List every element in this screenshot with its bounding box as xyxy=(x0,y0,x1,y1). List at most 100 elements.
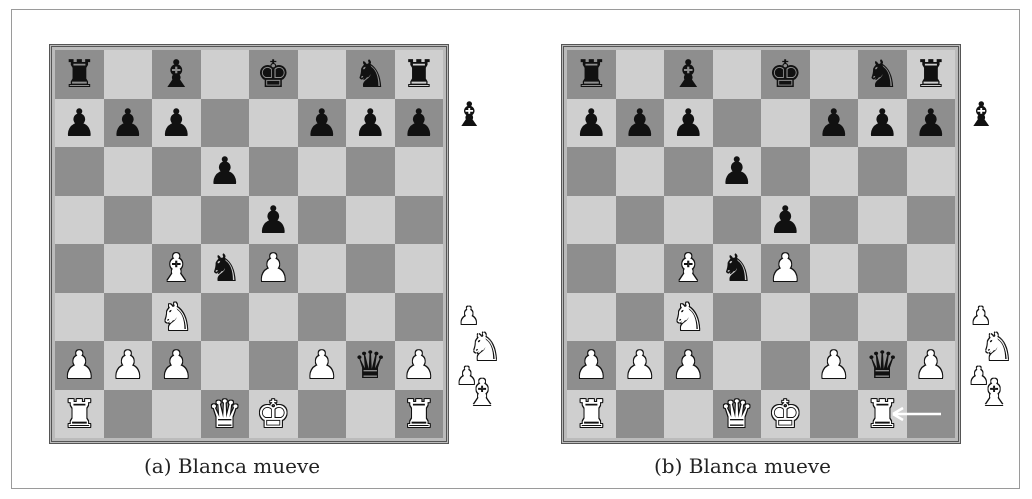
square-f8 xyxy=(810,50,859,99)
black-pawn-icon: ♟ xyxy=(62,104,96,142)
square-e1: ♚ xyxy=(761,390,810,439)
square-g2: ♛ xyxy=(346,341,395,390)
square-b3 xyxy=(104,293,153,342)
white-pawn-icon: ♟ xyxy=(574,346,608,384)
square-h1: ♜ xyxy=(395,390,444,439)
square-b7: ♟ xyxy=(616,99,665,148)
square-f8 xyxy=(298,50,347,99)
white-pawn-icon: ♟ xyxy=(914,346,948,384)
square-c2: ♟ xyxy=(664,341,713,390)
square-b7: ♟ xyxy=(104,99,153,148)
square-g6 xyxy=(346,147,395,196)
square-d7 xyxy=(201,99,250,148)
square-g5 xyxy=(858,196,907,245)
black-pawn-icon: ♟ xyxy=(671,104,705,142)
white-king-icon: ♚ xyxy=(768,395,802,433)
square-a4 xyxy=(55,244,104,293)
black-bishop-icon: ♝ xyxy=(454,98,484,132)
square-h8: ♜ xyxy=(395,50,444,99)
black-king-icon: ♚ xyxy=(256,55,290,93)
square-b2: ♟ xyxy=(104,341,153,390)
square-c4: ♝ xyxy=(664,244,713,293)
black-pawn-icon: ♟ xyxy=(256,201,290,239)
square-d1: ♛ xyxy=(201,390,250,439)
figure-frame: ♜♝♚♞♜♟♟♟♟♟♟♟♟♝♞♟♞♟♟♟♟♛♟♜♛♚♜ ♜♝♚♞♜♟♟♟♟♟♟♟… xyxy=(11,9,1020,489)
square-b1 xyxy=(104,390,153,439)
square-b1 xyxy=(616,390,665,439)
black-pawn-icon: ♟ xyxy=(914,104,948,142)
square-h5 xyxy=(395,196,444,245)
square-e5: ♟ xyxy=(761,196,810,245)
white-pawn-icon: ♟ xyxy=(305,346,339,384)
square-c3: ♞ xyxy=(152,293,201,342)
black-knight-icon: ♞ xyxy=(865,55,899,93)
square-g6 xyxy=(858,147,907,196)
black-pawn-icon: ♟ xyxy=(111,104,145,142)
square-c4: ♝ xyxy=(152,244,201,293)
chessboard-b: ♜♝♚♞♜♟♟♟♟♟♟♟♟♝♞♟♞♟♟♟♟♛♟♜♛♚♜ xyxy=(561,44,961,444)
square-c5 xyxy=(664,196,713,245)
square-e4: ♟ xyxy=(761,244,810,293)
board-grid: ♜♝♚♞♜♟♟♟♟♟♟♟♟♝♞♟♞♟♟♟♟♛♟♜♛♚♜ xyxy=(55,50,443,438)
black-pawn-icon: ♟ xyxy=(768,201,802,239)
white-queen-icon: ♛ xyxy=(208,395,242,433)
square-f4 xyxy=(810,244,859,293)
white-knight-icon: ♞ xyxy=(159,298,193,336)
square-e5: ♟ xyxy=(249,196,298,245)
board-grid: ♜♝♚♞♜♟♟♟♟♟♟♟♟♝♞♟♞♟♟♟♟♛♟♜♛♚♜ xyxy=(567,50,955,438)
white-queen-icon: ♛ xyxy=(720,395,754,433)
square-g7: ♟ xyxy=(858,99,907,148)
white-knight-icon: ♞ xyxy=(980,328,1014,366)
square-h2: ♟ xyxy=(395,341,444,390)
square-h6 xyxy=(395,147,444,196)
white-pawn-icon: ♟ xyxy=(623,346,657,384)
square-e8: ♚ xyxy=(761,50,810,99)
black-queen-icon: ♛ xyxy=(865,346,899,384)
square-f3 xyxy=(810,293,859,342)
black-knight-icon: ♞ xyxy=(208,249,242,287)
caption-a: (a) Blanca mueve xyxy=(144,454,320,478)
square-d2 xyxy=(713,341,762,390)
chessboard-a: ♜♝♚♞♜♟♟♟♟♟♟♟♟♝♞♟♞♟♟♟♟♛♟♜♛♚♜ xyxy=(49,44,449,444)
black-pawn-icon: ♟ xyxy=(402,104,436,142)
black-pawn-icon: ♟ xyxy=(865,104,899,142)
square-b5 xyxy=(104,196,153,245)
white-pawn-icon: ♟ xyxy=(671,346,705,384)
square-e6 xyxy=(761,147,810,196)
black-king-icon: ♚ xyxy=(768,55,802,93)
square-d5 xyxy=(713,196,762,245)
square-g8: ♞ xyxy=(858,50,907,99)
square-c6 xyxy=(152,147,201,196)
square-d4: ♞ xyxy=(713,244,762,293)
square-h6 xyxy=(907,147,956,196)
white-rook-icon: ♜ xyxy=(574,395,608,433)
black-bishop-icon: ♝ xyxy=(159,55,193,93)
square-f5 xyxy=(810,196,859,245)
square-c6 xyxy=(664,147,713,196)
square-c1 xyxy=(664,390,713,439)
square-a5 xyxy=(55,196,104,245)
black-pawn-icon: ♟ xyxy=(817,104,851,142)
white-pawn-icon: ♟ xyxy=(256,249,290,287)
square-a2: ♟ xyxy=(567,341,616,390)
square-b4 xyxy=(616,244,665,293)
square-f3 xyxy=(298,293,347,342)
square-e3 xyxy=(249,293,298,342)
square-c5 xyxy=(152,196,201,245)
white-bishop-icon: ♝ xyxy=(671,249,705,287)
white-knight-icon: ♞ xyxy=(671,298,705,336)
square-e3 xyxy=(761,293,810,342)
square-c8: ♝ xyxy=(152,50,201,99)
square-b5 xyxy=(616,196,665,245)
square-d6: ♟ xyxy=(713,147,762,196)
square-b8 xyxy=(616,50,665,99)
square-g3 xyxy=(346,293,395,342)
square-f2: ♟ xyxy=(810,341,859,390)
square-e4: ♟ xyxy=(249,244,298,293)
square-g3 xyxy=(858,293,907,342)
square-b6 xyxy=(104,147,153,196)
square-d8 xyxy=(201,50,250,99)
white-pawn-icon: ♟ xyxy=(159,346,193,384)
square-f4 xyxy=(298,244,347,293)
black-knight-icon: ♞ xyxy=(353,55,387,93)
